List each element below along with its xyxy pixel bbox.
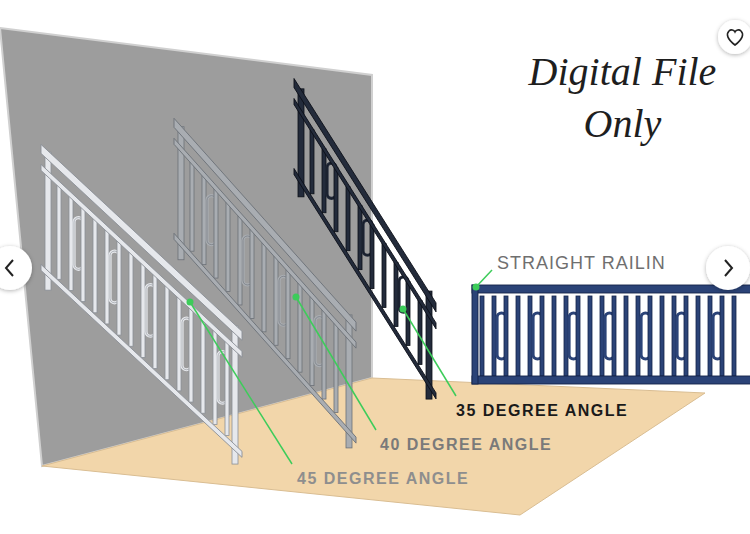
leader-line	[296, 297, 376, 430]
leader-line	[476, 270, 492, 287]
slanted-railing	[41, 144, 242, 464]
leader-dot	[400, 306, 407, 313]
next-button	[706, 246, 750, 290]
script-heading: Digital File Only	[525, 46, 720, 150]
leader-dot	[187, 299, 194, 306]
leader-line	[403, 309, 456, 396]
leader-dot	[473, 284, 480, 291]
callout-label: 35 DEGREE ANGLE	[456, 401, 628, 420]
straight-railing	[472, 285, 750, 384]
leader-lines	[187, 270, 493, 464]
slanted-railing	[294, 79, 436, 400]
leader-dot	[293, 294, 300, 301]
callout-label: 45 DEGREE ANGLE	[297, 469, 469, 488]
slanted-railing	[174, 118, 356, 448]
floor-panel	[42, 378, 705, 515]
callout-label: 40 DEGREE ANGLE	[380, 435, 552, 454]
previous-button	[0, 246, 32, 290]
leader-line	[190, 302, 292, 464]
callout-label: STRAIGHT RAILIN	[497, 253, 666, 275]
heart-button	[718, 20, 750, 54]
